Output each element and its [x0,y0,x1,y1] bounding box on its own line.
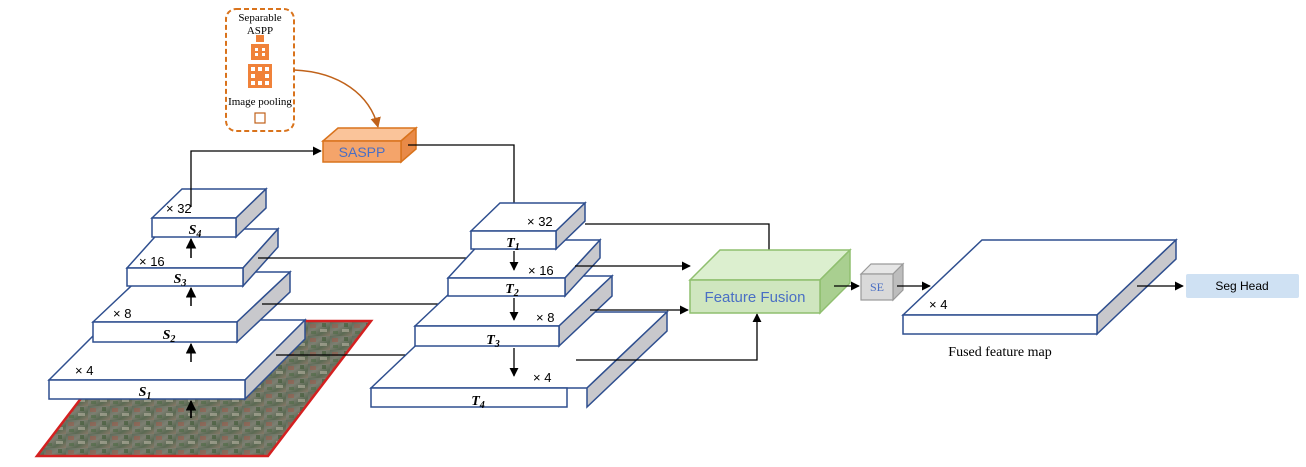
t2-label: T2 [505,282,519,299]
encoder-pyramid: × 4 S1 × 8 S2 × 16 S3 × 32 S4 [47,187,307,402]
fused-map-caption: Fused feature map [948,345,1051,360]
dilated-kernel-icon-large [248,64,272,88]
fused-map-scale: × 4 [929,297,947,312]
s4-to-saspp-arrow [190,146,322,207]
saspp-to-t1-arrow [408,144,519,217]
t2-scale: × 16 [528,263,554,278]
se-label: SE [870,280,884,294]
t4-label: T4 [471,394,485,411]
decoder-pyramid: × 4 T4 × 8 T3 × 16 T2 × 32 T1 [369,201,669,411]
feature-fusion-label: Feature Fusion [705,289,806,306]
s1-label: S1 [139,385,152,402]
fused-feature-map: × 4 Fused feature map [901,238,1178,360]
se-block: SE [859,262,905,302]
legend-to-saspp-arrow [293,69,381,129]
aspp-legend-title-2: ASPP [247,25,273,37]
encoder-level-s3: × 16 S3 [125,227,280,289]
t1-scale: × 32 [527,214,553,229]
pooling-icon [254,112,266,124]
decoder-level-t1: × 32 T1 [469,201,587,253]
s3-scale: × 16 [139,254,165,269]
aspp-legend-title-1: Separable [238,12,281,24]
seg-head-label: Seg Head [1215,279,1268,293]
s4-scale: × 32 [166,201,192,216]
t4-scale: × 4 [533,370,551,385]
feature-fusion-block: Feature Fusion [688,248,852,315]
small-kernel-icon [256,35,264,42]
s1-scale: × 4 [75,363,93,378]
encoder-level-s4: × 32 S4 [150,187,268,240]
s2-label: S2 [163,328,176,345]
s2-scale: × 8 [113,306,131,321]
aspp-legend-pooling: Image pooling [228,96,292,108]
t1-label: T1 [506,236,520,253]
dilated-kernel-icon-small [251,44,269,60]
seg-head-block: Seg Head [1186,274,1299,298]
s4-label: S4 [189,223,202,240]
s3-label: S3 [174,272,187,289]
t3-label: T3 [486,333,500,350]
saspp-block: SASPP [320,126,419,164]
saspp-label: SASPP [339,144,386,160]
separable-aspp-legend: Separable ASPP Image pooling [225,8,295,132]
t3-scale: × 8 [536,310,554,325]
